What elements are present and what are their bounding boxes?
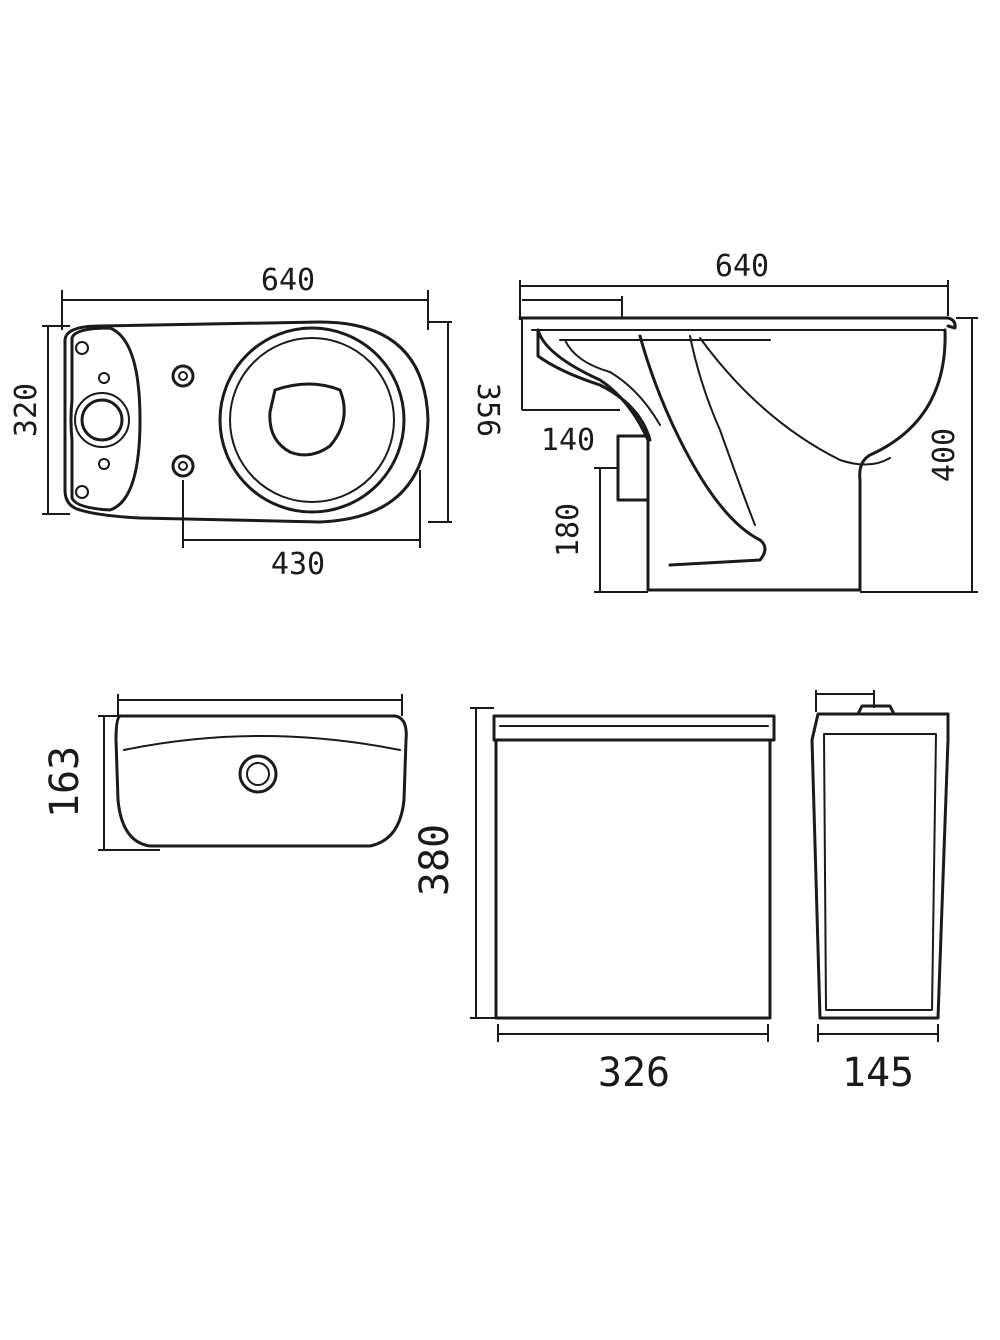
cistern-top-view [114, 714, 408, 848]
fixing-hole [98, 372, 110, 384]
seat-bolt-core [178, 461, 188, 471]
flush-button-inner [246, 762, 270, 786]
dim-cistern-height: 380 [412, 824, 458, 896]
flush-inlet-hole [80, 398, 124, 442]
bowl-opening [268, 382, 346, 457]
cistern-side-outline [810, 712, 950, 1020]
cistern-front-dimensions: 380 326 [412, 707, 769, 1096]
cistern-side-dimensions: 145 [815, 690, 939, 1096]
dim-bowl-height: 400 [927, 428, 962, 482]
bowl-top-view [63, 320, 430, 524]
seat-bolt [171, 364, 195, 388]
cistern-top-dimensions: 163 [42, 694, 403, 851]
cistern-side-view [810, 704, 950, 1020]
cistern-lid [492, 714, 776, 742]
dim-top-depth: 356 [470, 383, 505, 437]
dim-top-width: 320 [9, 383, 44, 437]
trapway-outer [638, 334, 767, 567]
cistern-side-inner [823, 733, 937, 1011]
cistern-front-view [492, 714, 776, 1020]
flush-horn-inner [564, 339, 661, 426]
trapway-inner [689, 335, 756, 526]
dim-cistern-width: 326 [598, 1050, 670, 1096]
bowl-side-body [536, 328, 947, 592]
dim-inlet-height: 180 [551, 503, 586, 557]
flush-horn [536, 328, 652, 442]
bowl-top-dimensions: 640 320 356 430 [9, 263, 505, 582]
bowl-side-view [518, 316, 957, 592]
dim-top-length: 640 [261, 263, 315, 298]
dim-side-length: 640 [715, 249, 769, 284]
cistern-body [494, 738, 772, 1020]
cistern-seat-plate [69, 326, 142, 512]
fixing-hole [75, 341, 89, 355]
bowl-top-outline [63, 320, 430, 524]
fixing-hole [75, 485, 89, 499]
bowl-rim-inner [229, 337, 395, 503]
outlet-step [616, 434, 650, 502]
cistern-lid-edge [123, 735, 401, 751]
flush-inlet-ring [74, 392, 130, 448]
dim-fixing-distance: 430 [271, 547, 325, 582]
bowl-side-rim [518, 316, 957, 330]
bowl-side-dimensions: 640 140 180 400 [519, 249, 978, 593]
flush-button-side [856, 704, 896, 716]
cistern-top-outline [114, 714, 408, 848]
fixing-hole [98, 458, 110, 470]
bowl-inner-curve [699, 337, 891, 466]
dim-cistern-depth: 163 [42, 746, 88, 818]
seat-bolt [171, 454, 195, 478]
dim-outlet-height: 140 [541, 423, 595, 458]
seat-bolt-core [178, 371, 188, 381]
flush-button [238, 754, 278, 794]
bowl-rim-outer [218, 326, 406, 514]
dim-cistern-side-depth: 145 [842, 1050, 914, 1096]
